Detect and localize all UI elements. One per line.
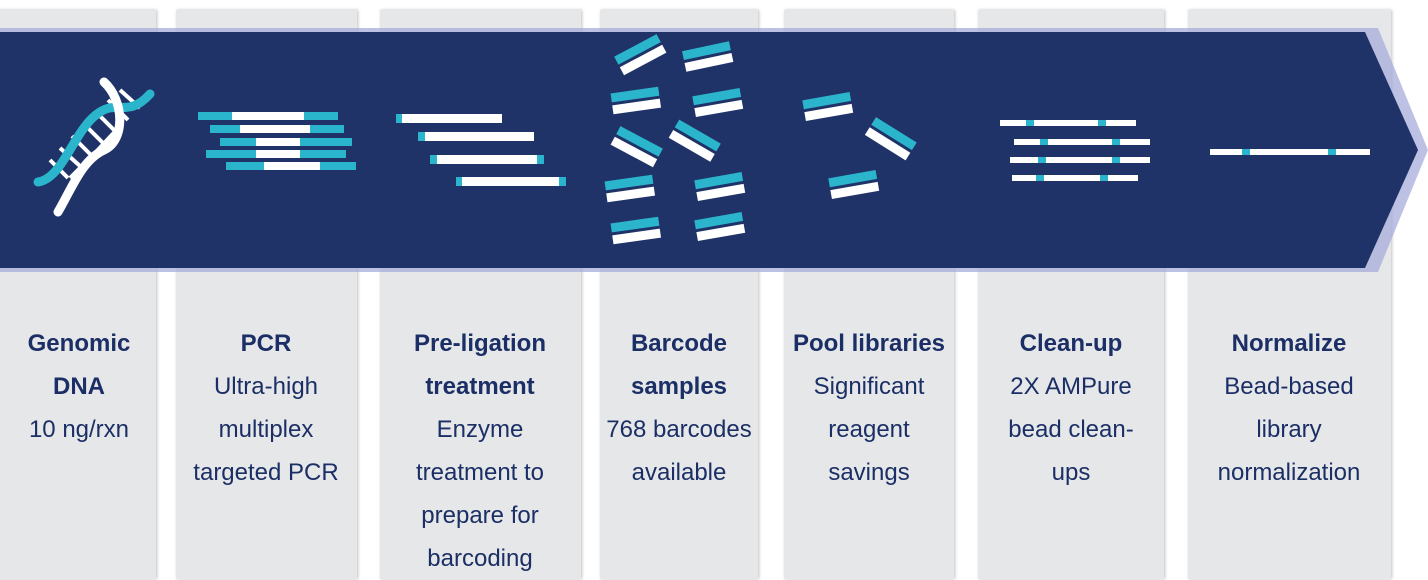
cleaned-strands-icon [1000,120,1150,181]
step-title: Normalize [1231,330,1347,357]
pooled-fragments-icon [802,92,917,200]
step-description: Enzyme treatment to prepare for barcodin… [415,416,545,572]
normalized-strand-icon [1210,149,1370,155]
step-normalize: Normalize Bead-based library normalizati… [1196,322,1382,494]
enzyme-treated-strands-icon [396,114,566,186]
step-description: Ultra-high multiplex targeted PCR [193,373,339,486]
step-title: Genomic DNA [27,330,131,400]
step-title: Pool libraries [792,330,946,357]
step-title: Barcode samples [630,330,728,400]
arrow-body [0,32,1418,268]
pcr-amplicons-icon [198,112,356,170]
step-cleanup: Clean-up 2X AMPure bead clean-ups [990,322,1152,494]
step-description: 2X AMPure bead clean-ups [1008,373,1134,486]
step-description: 768 barcodes available [606,416,752,486]
step-pool: Pool libraries Significant reagent savin… [792,322,946,494]
step-title: PCR [240,330,292,357]
step-description: 10 ng/rxn [28,416,130,443]
step-title: Clean-up [1019,330,1123,357]
dna-helix-icon [33,77,155,217]
barcoded-fragments-icon [604,34,746,245]
step-description: Bead-based library normalization [1217,373,1361,486]
step-pre-ligation: Pre-ligation treatment Enzyme treatment … [392,322,568,580]
step-title: Pre-ligation treatment [413,330,546,400]
step-description: Significant reagent savings [813,373,925,486]
step-pcr: PCR Ultra-high multiplex targeted PCR [190,322,342,494]
workflow-arrow-banner [0,28,1428,272]
step-barcode: Barcode samples 768 barcodes available [606,322,752,494]
step-genomic-dna: Genomic DNA 10 ng/rxn [6,322,152,451]
